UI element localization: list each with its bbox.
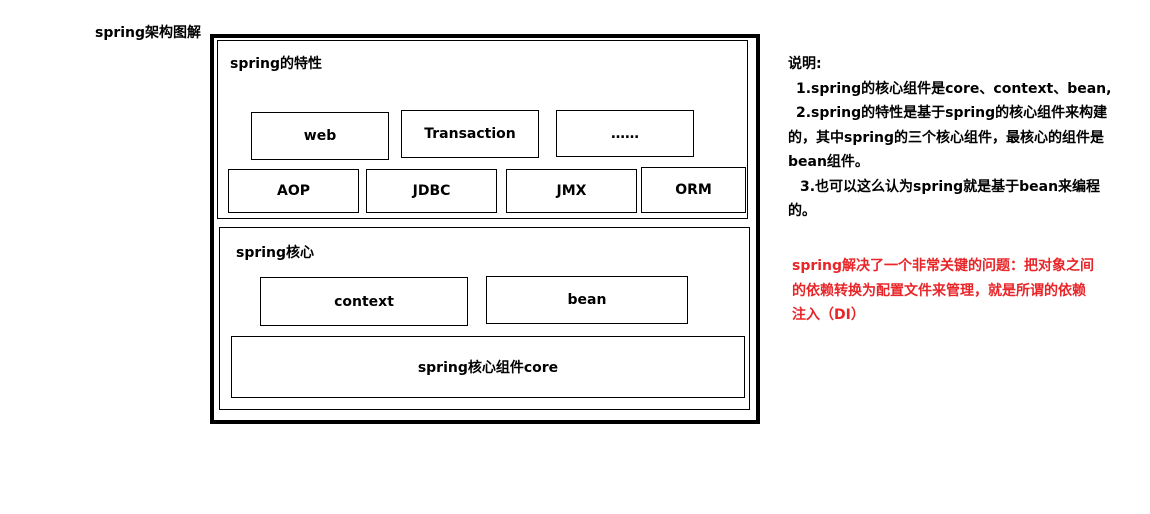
feature-jmx-label: JMX — [556, 183, 587, 199]
highlight-line: 的依赖转换为配置文件来管理，就是所谓的依赖 — [792, 282, 1086, 299]
page-title: spring架构图解 — [95, 25, 202, 41]
core-panel — [219, 227, 750, 410]
notes-heading: 说明: — [788, 56, 822, 72]
notes-line: bean组件。 — [788, 154, 869, 170]
core-bean-label: bean — [567, 292, 607, 308]
highlight-line: 注入（DI） — [792, 307, 865, 323]
feature-transaction-label: Transaction — [424, 126, 516, 142]
feature-orm-label: ORM — [675, 182, 712, 198]
features-panel — [217, 40, 748, 219]
feature-orm-box: ORM — [641, 167, 746, 213]
core-base-box: spring核心组件core — [231, 336, 745, 398]
notes-line: 3.也可以这么认为spring就是基于bean来编程 — [800, 178, 1101, 195]
core-bean-box: bean — [486, 276, 688, 324]
feature-web-label: web — [303, 128, 337, 144]
notes-line: 的，其中spring的三个核心组件，最核心的组件是 — [788, 129, 1105, 146]
feature-jdbc-box: JDBC — [366, 169, 497, 213]
feature-more-label: …… — [611, 125, 639, 142]
feature-jdbc-label: JDBC — [412, 183, 451, 199]
notes-line: 1.spring的核心组件是core、context、bean, — [796, 80, 1112, 97]
notes-line: 2.spring的特性是基于spring的核心组件来构建 — [796, 105, 1108, 121]
architecture-frame — [210, 34, 760, 424]
feature-more-box: …… — [556, 110, 694, 157]
notes-block: 说明: 1.spring的核心组件是core、context、bean, 2.s… — [788, 52, 1111, 224]
feature-aop-box: AOP — [228, 169, 359, 213]
highlight-line: spring解决了一个非常关键的问题：把对象之间 — [792, 258, 1095, 274]
core-label: spring核心 — [236, 245, 315, 261]
core-context-label: context — [334, 293, 394, 310]
feature-transaction-box: Transaction — [401, 110, 539, 158]
feature-web-box: web — [251, 112, 389, 160]
feature-aop-label: AOP — [277, 183, 310, 199]
feature-jmx-box: JMX — [506, 169, 637, 213]
core-context-box: context — [260, 277, 468, 326]
highlight-note: spring解决了一个非常关键的问题：把对象之间 的依赖转换为配置文件来管理，就… — [792, 254, 1094, 328]
features-label: spring的特性 — [230, 56, 323, 72]
core-base-label: spring核心组件core — [417, 360, 559, 376]
notes-line: 的。 — [788, 203, 816, 219]
